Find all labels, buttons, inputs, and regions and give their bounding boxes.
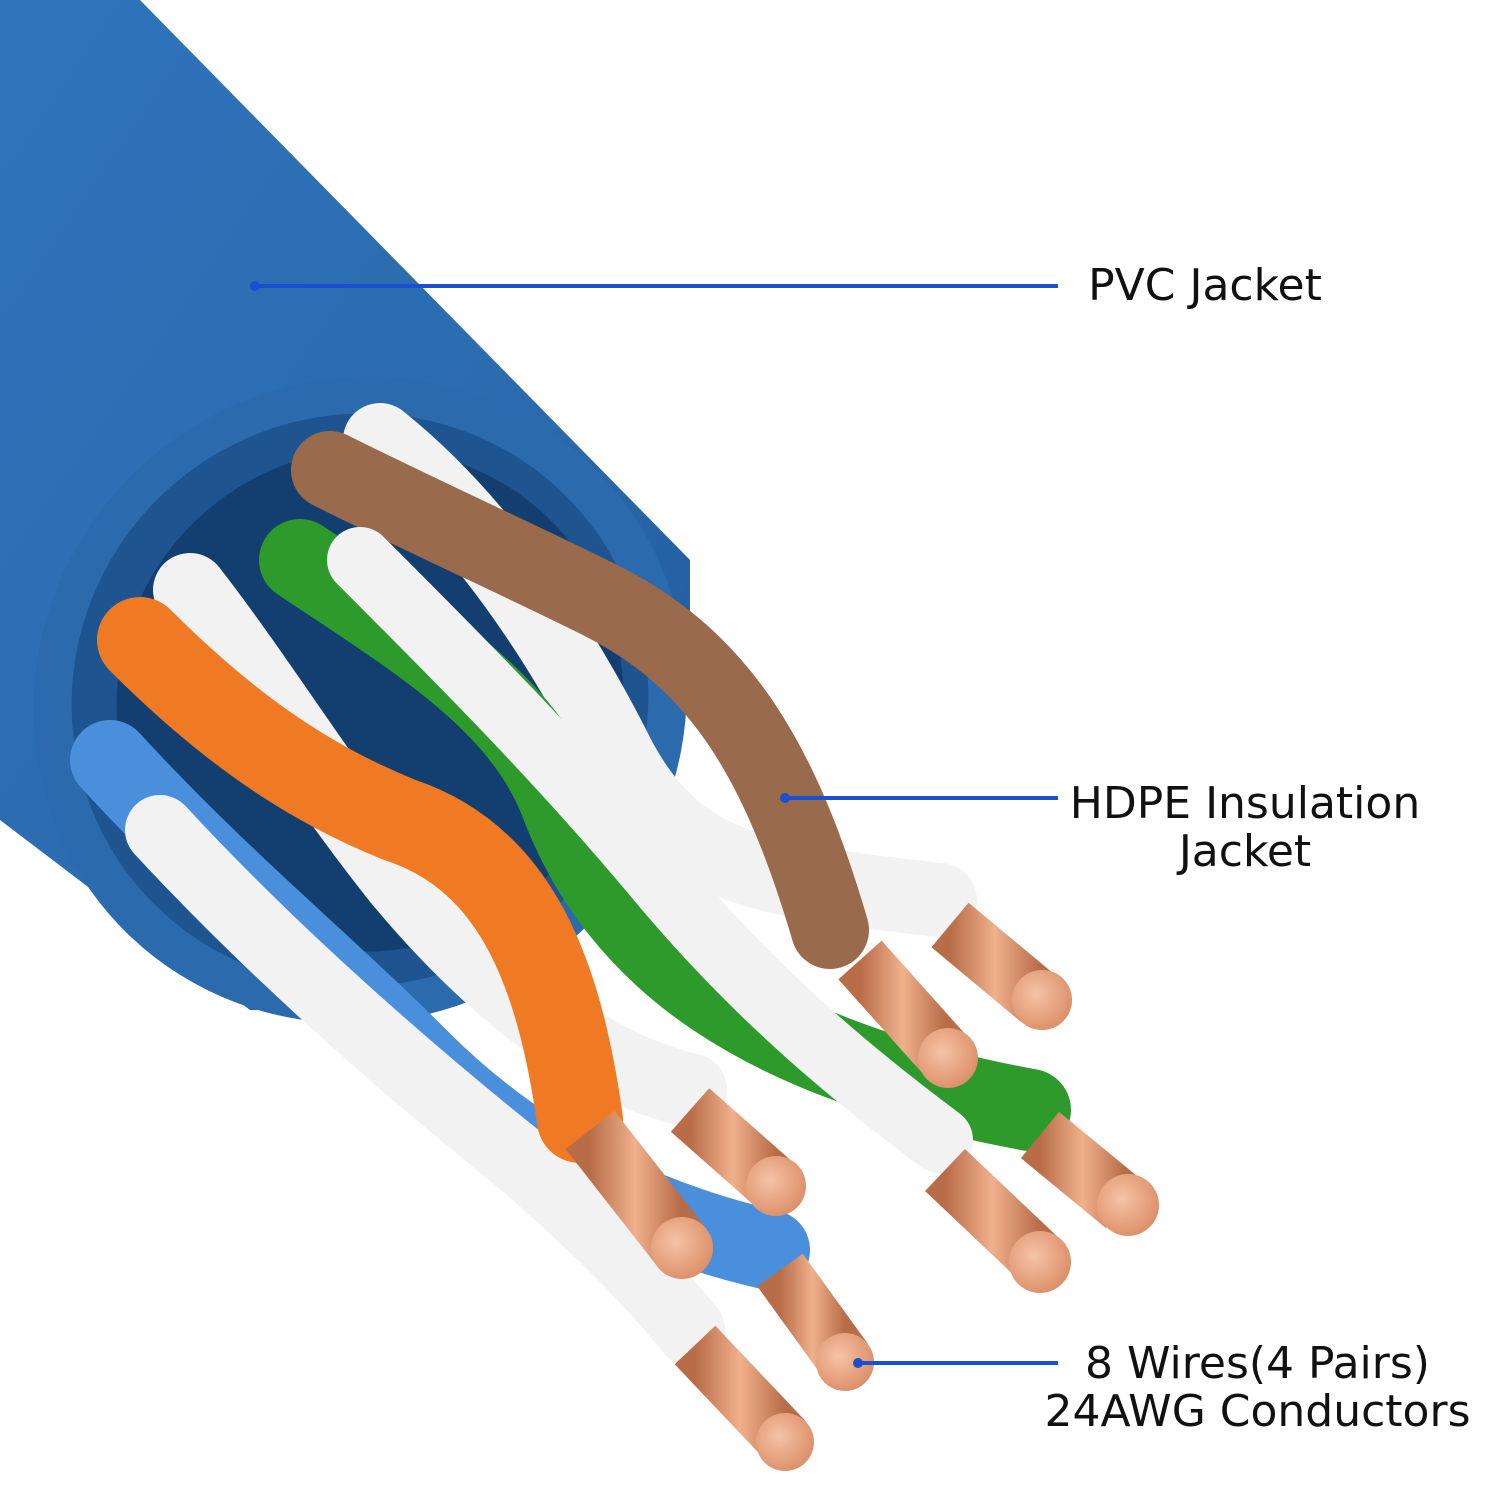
wire-white-blue [125,795,725,1365]
hdpe-insulation-label: HDPE Insulation Jacket [1050,780,1440,876]
copper-conductors [565,902,1159,1471]
hdpe-label-line-2: Jacket [1178,826,1312,877]
wire-orange [97,597,623,1163]
pvc-jacket-label: PVC Jacket [1070,262,1340,310]
hdpe-label-line-1: HDPE Insulation [1069,778,1421,829]
pvc-leader-dot [250,281,260,291]
conductors-label-line-2: 24AWG Conductors [1044,1386,1471,1437]
conductors-label-line-1: 8 Wires(4 Pairs) [1085,1338,1430,1389]
leader-lines [250,281,1058,1368]
conductors-label: 8 Wires(4 Pairs) 24AWG Conductors [1030,1340,1485,1436]
wires-leader-dot [853,1358,863,1368]
wire-white-green [327,527,973,1173]
pvc-jacket-label-line: PVC Jacket [1088,260,1322,311]
hdpe-leader-dot [780,793,790,803]
